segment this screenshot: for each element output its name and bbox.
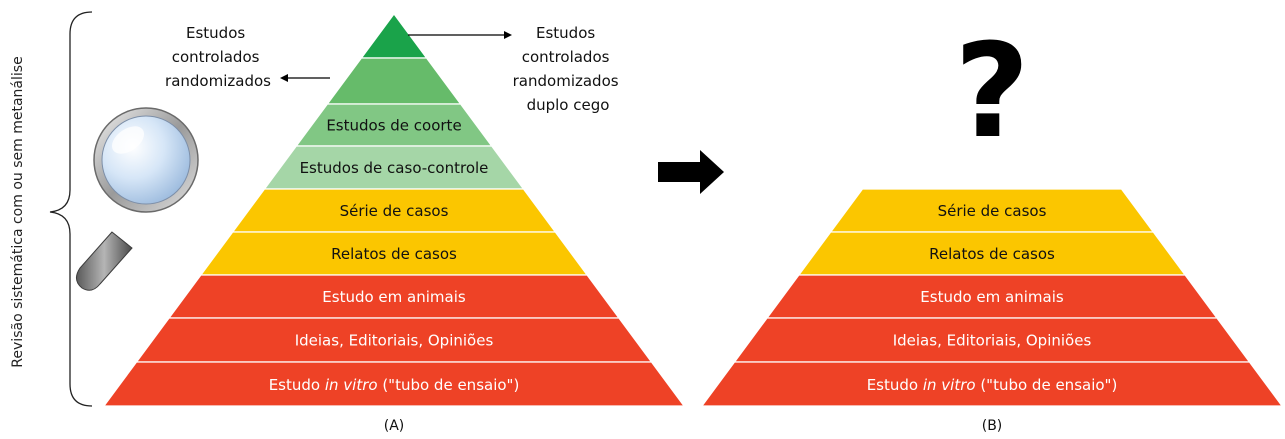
- question-mark: ?: [954, 15, 1029, 167]
- caption-a: (A): [384, 418, 405, 434]
- pyramid-a-level-0: [360, 12, 428, 59]
- annotation-left: Estudos controlados randomizados: [165, 24, 271, 90]
- pyramid-a-level-8-label: Estudo in vitro ("tubo de ensaio"): [269, 376, 520, 394]
- right-arrow-icon: [658, 150, 724, 194]
- pyramid-b-level-3-label: Ideias, Editoriais, Opiniões: [893, 332, 1092, 350]
- side-label: Revisão sistemática com ou sem metanális…: [10, 56, 26, 367]
- pyramid-a-level-5-label: Relatos de casos: [331, 245, 457, 263]
- arrow-right-head: [504, 31, 512, 39]
- pyramid-a-level-1: [326, 57, 462, 105]
- pyramid-b-level-4-label: Estudo in vitro ("tubo de ensaio"): [867, 376, 1118, 394]
- pyramid-a-level-6-label: Estudo em animais: [322, 288, 466, 306]
- pyramid-b-level-4: [700, 361, 1284, 407]
- pyramid-a-level-2-label: Estudos de coorte: [326, 117, 461, 135]
- pyramid-a-level-3-label: Estudos de caso-controle: [300, 159, 489, 177]
- pyramid-b-level-1-label: Relatos de casos: [929, 245, 1055, 263]
- pyramid-a-level-8: [102, 361, 686, 407]
- curly-brace-icon: [49, 11, 93, 407]
- pyramid-b-level-0-label: Série de casos: [938, 202, 1047, 220]
- pyramid-b-level-2-label: Estudo em animais: [920, 288, 1064, 306]
- pyramid-a-level-4-label: Série de casos: [340, 202, 449, 220]
- pyramid-a-level-7-label: Ideias, Editoriais, Opiniões: [295, 332, 494, 350]
- caption-b: (B): [982, 418, 1003, 434]
- arrow-left-head: [280, 74, 288, 82]
- magnifying-glass-icon: [76, 107, 199, 291]
- annotation-right: Estudos controlados randomizados duplo c…: [513, 24, 624, 114]
